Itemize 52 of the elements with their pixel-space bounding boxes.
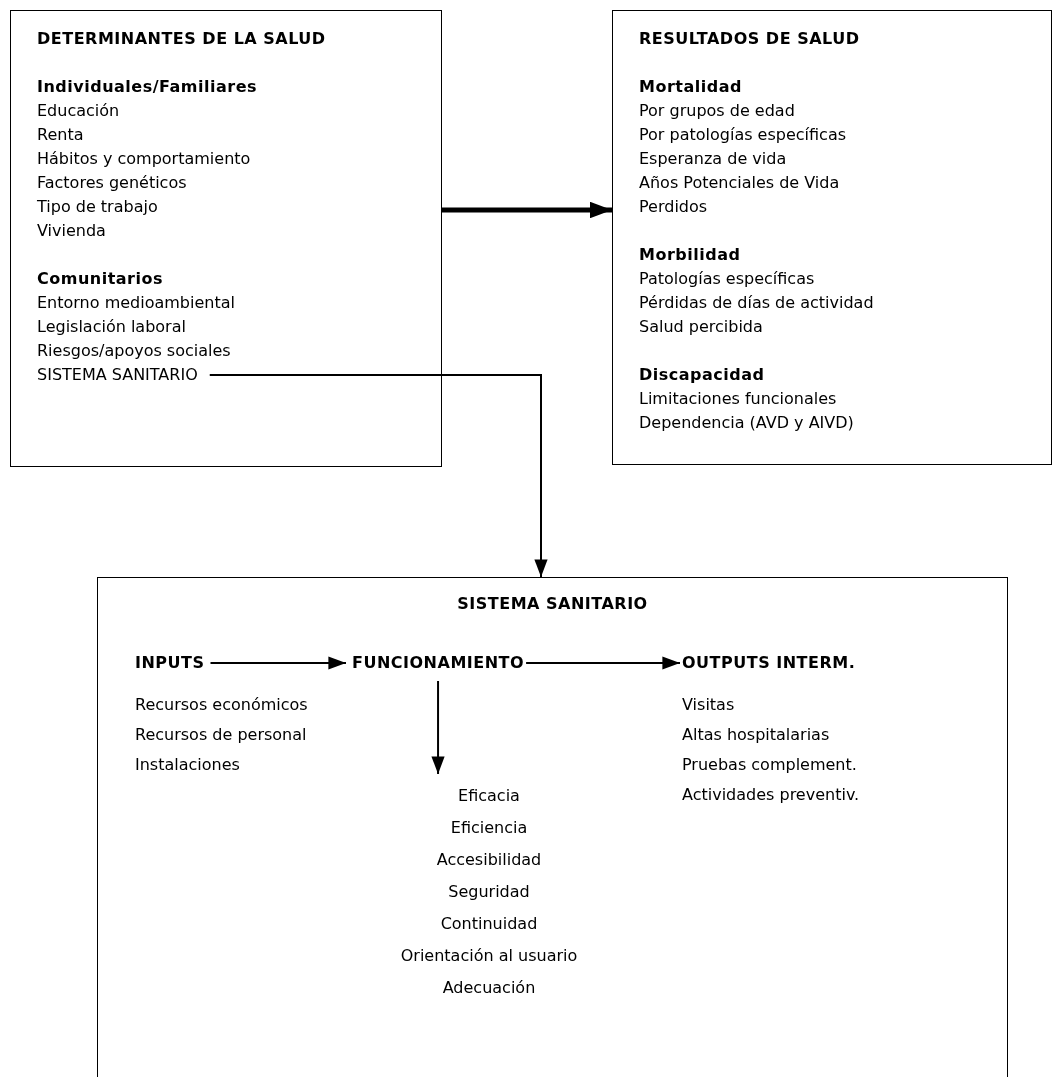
list-item: Tipo de trabajo [37, 196, 158, 218]
list-item: Instalaciones [135, 754, 240, 776]
list-item: Por patologías específicas [639, 124, 847, 146]
list-item: Altas hospitalarias [682, 724, 830, 746]
heading: Individuales/Familiares [37, 76, 257, 98]
list-item: Recursos de personal [135, 724, 307, 746]
heading: RESULTADOS DE SALUD [639, 28, 860, 50]
list-item: Esperanza de vida [639, 148, 787, 170]
arrow [525, 656, 681, 670]
list-item: Factores genéticos [37, 172, 187, 194]
list-item: Continuidad [440, 913, 538, 935]
list-item: Adecuación [442, 977, 536, 999]
list-item: Dependencia (AVD y AIVD) [639, 412, 854, 434]
list-item: Patologías específicas [639, 268, 815, 290]
list-item: Actividades preventiv. [682, 784, 860, 806]
heading: Discapacidad [639, 364, 765, 386]
list-item: Entorno medioambiental [37, 292, 235, 314]
arrow [208, 374, 548, 578]
list-item: Eficacia [458, 785, 520, 807]
list-item: Años Potenciales de Vida Perdidos [639, 172, 841, 218]
list-item: Por grupos de edad [639, 100, 795, 122]
list-item: Legislación laboral [37, 316, 186, 338]
heading: FUNCIONAMIENTO [352, 651, 525, 675]
list-item: Orientación al usuario [400, 945, 578, 967]
arrow [442, 201, 612, 219]
list-item: Limitaciones funcionales [639, 388, 837, 410]
list-item: Eficiencia [450, 817, 528, 839]
heading: DETERMINANTES DE LA SALUD [37, 28, 326, 50]
list-item: Hábitos y comportamiento [37, 148, 251, 170]
list-item: Salud percibida [639, 316, 763, 338]
arrow [209, 656, 347, 670]
list-item: Pruebas complement. [682, 754, 857, 776]
list-item: Pérdidas de días de actividad [639, 292, 874, 314]
list-item: Seguridad [448, 881, 530, 903]
panel-box [97, 577, 1008, 1077]
heading: Morbilidad [639, 244, 741, 266]
list-item: Visitas [682, 694, 735, 716]
list-item: Vivienda [37, 220, 106, 242]
list-item: Educación [37, 100, 120, 122]
heading: INPUTS [135, 651, 205, 675]
heading: Mortalidad [639, 76, 742, 98]
panel-box [612, 10, 1052, 465]
list-item: Accesibilidad [436, 849, 542, 871]
heading: OUTPUTS INTERM. [682, 651, 856, 675]
list-item: Renta [37, 124, 84, 146]
heading: SISTEMA SANITARIO [457, 593, 648, 615]
panel-box [10, 10, 442, 467]
list-item: Riesgos/apoyos sociales [37, 340, 231, 362]
list-item: Recursos económicos [135, 694, 308, 716]
arrow [431, 680, 445, 775]
heading: Comunitarios [37, 268, 163, 290]
list-item: SISTEMA SANITARIO [37, 363, 198, 387]
